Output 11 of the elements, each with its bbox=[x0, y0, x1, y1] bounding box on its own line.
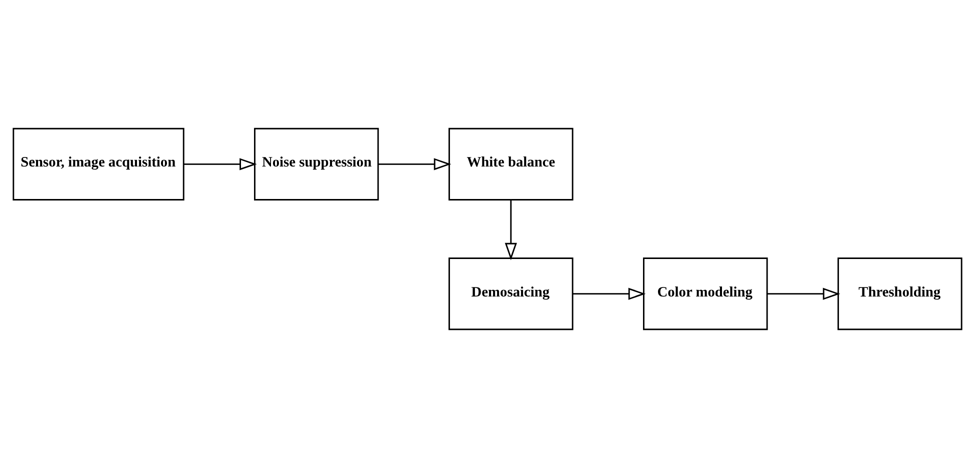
node-box: White balance bbox=[448, 128, 574, 200]
node-box: Noise suppression bbox=[254, 128, 379, 200]
node-box: Thresholding bbox=[838, 258, 962, 330]
arrow bbox=[504, 200, 517, 260]
node-box: Sensor, image acquisition bbox=[12, 128, 184, 200]
arrow bbox=[184, 158, 257, 170]
node-box: Demosaicing bbox=[448, 258, 574, 330]
node-box: Color modeling bbox=[643, 258, 768, 330]
arrow bbox=[767, 288, 840, 300]
arrow bbox=[378, 158, 452, 170]
arrow bbox=[572, 288, 646, 300]
